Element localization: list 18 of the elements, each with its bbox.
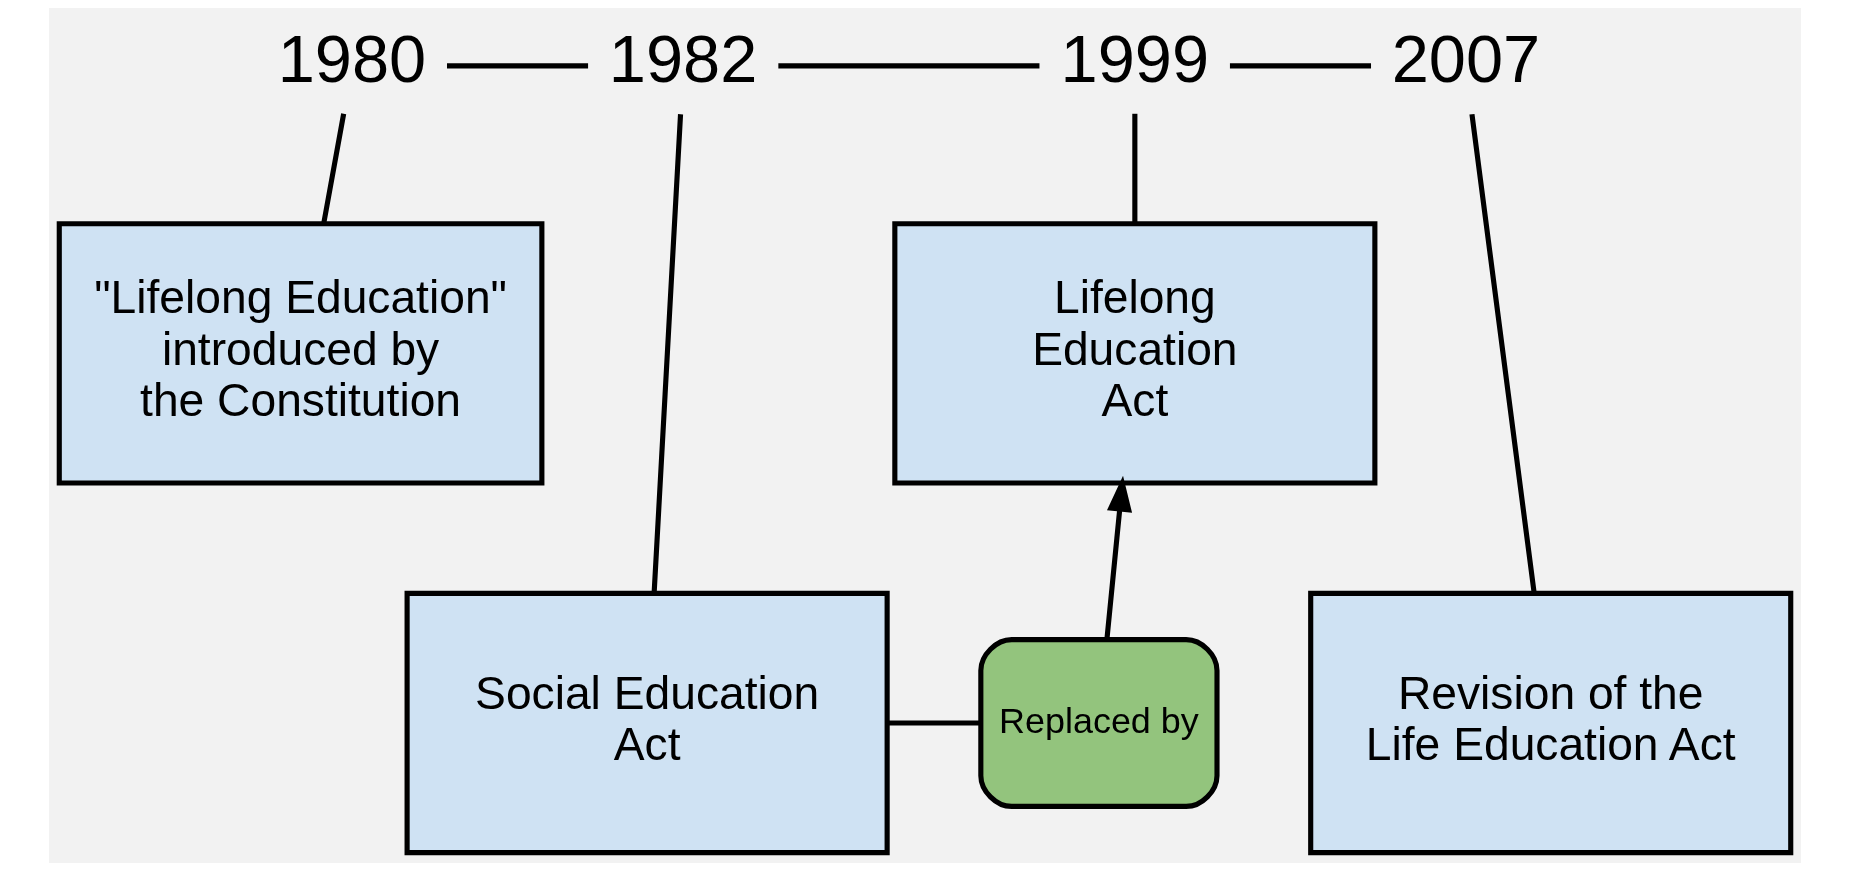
node-text: 1999 <box>1060 22 1209 97</box>
node-box: Replaced by <box>977 637 1220 809</box>
node-box: Revision of the Life Education Act <box>1307 590 1793 856</box>
connector <box>886 720 981 726</box>
node-text: 1982 <box>608 22 757 97</box>
connector <box>777 63 1039 69</box>
node-text: 2007 <box>1391 22 1540 97</box>
connector <box>446 63 588 69</box>
connector <box>1229 63 1371 69</box>
connector <box>1468 113 1537 594</box>
node-box: "Lifelong Education" introduced by the Constitution <box>56 221 544 486</box>
arrow <box>1103 475 1132 640</box>
connector <box>651 114 683 594</box>
connector <box>320 113 346 224</box>
node-text: 1980 <box>277 22 426 97</box>
node-box: Social Education Act <box>404 590 890 856</box>
connector <box>1131 113 1137 223</box>
node-box: Lifelong Education Act <box>891 221 1377 486</box>
